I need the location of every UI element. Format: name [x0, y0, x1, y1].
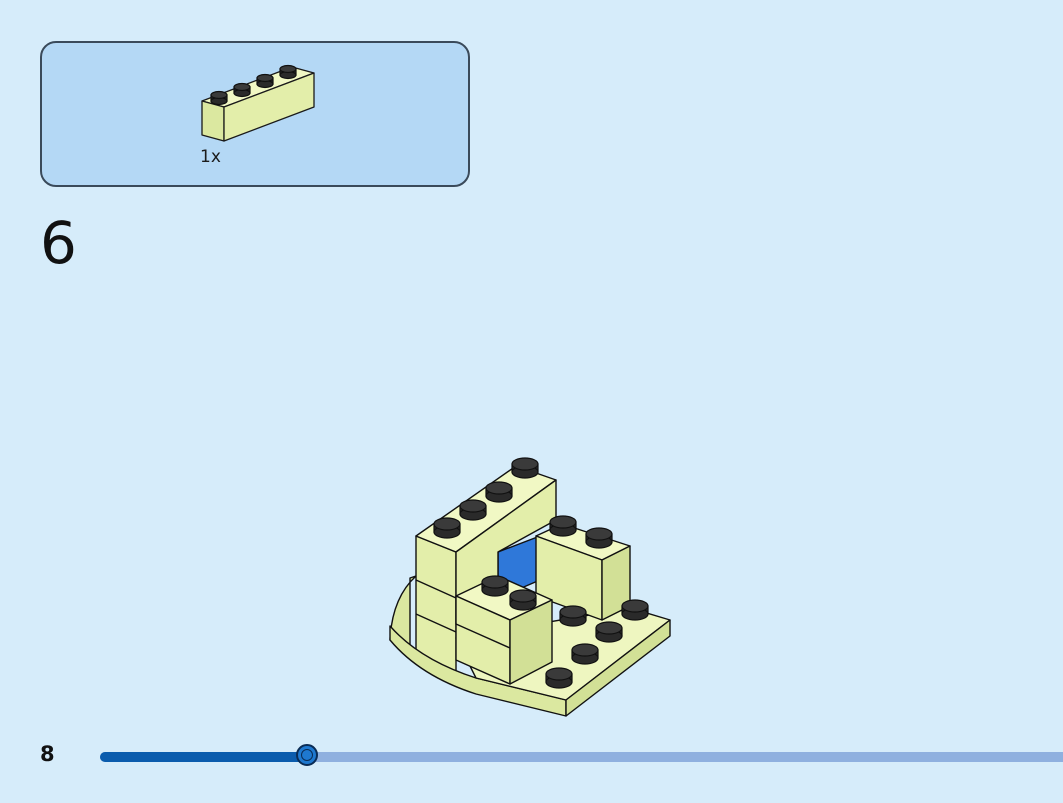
- step-number: 6: [40, 209, 77, 277]
- parts-list-callout: 1x: [40, 41, 470, 187]
- brick-1x4-icon: [201, 64, 315, 142]
- progress-handle[interactable]: [296, 744, 319, 766]
- part-quantity: 1x: [200, 147, 221, 167]
- progress-bar[interactable]: [100, 744, 1063, 766]
- build-model-illustration: [380, 448, 680, 732]
- model-assembly-icon: [389, 457, 671, 717]
- progress-bar-fill: [100, 752, 308, 762]
- page-number: 8: [40, 742, 55, 766]
